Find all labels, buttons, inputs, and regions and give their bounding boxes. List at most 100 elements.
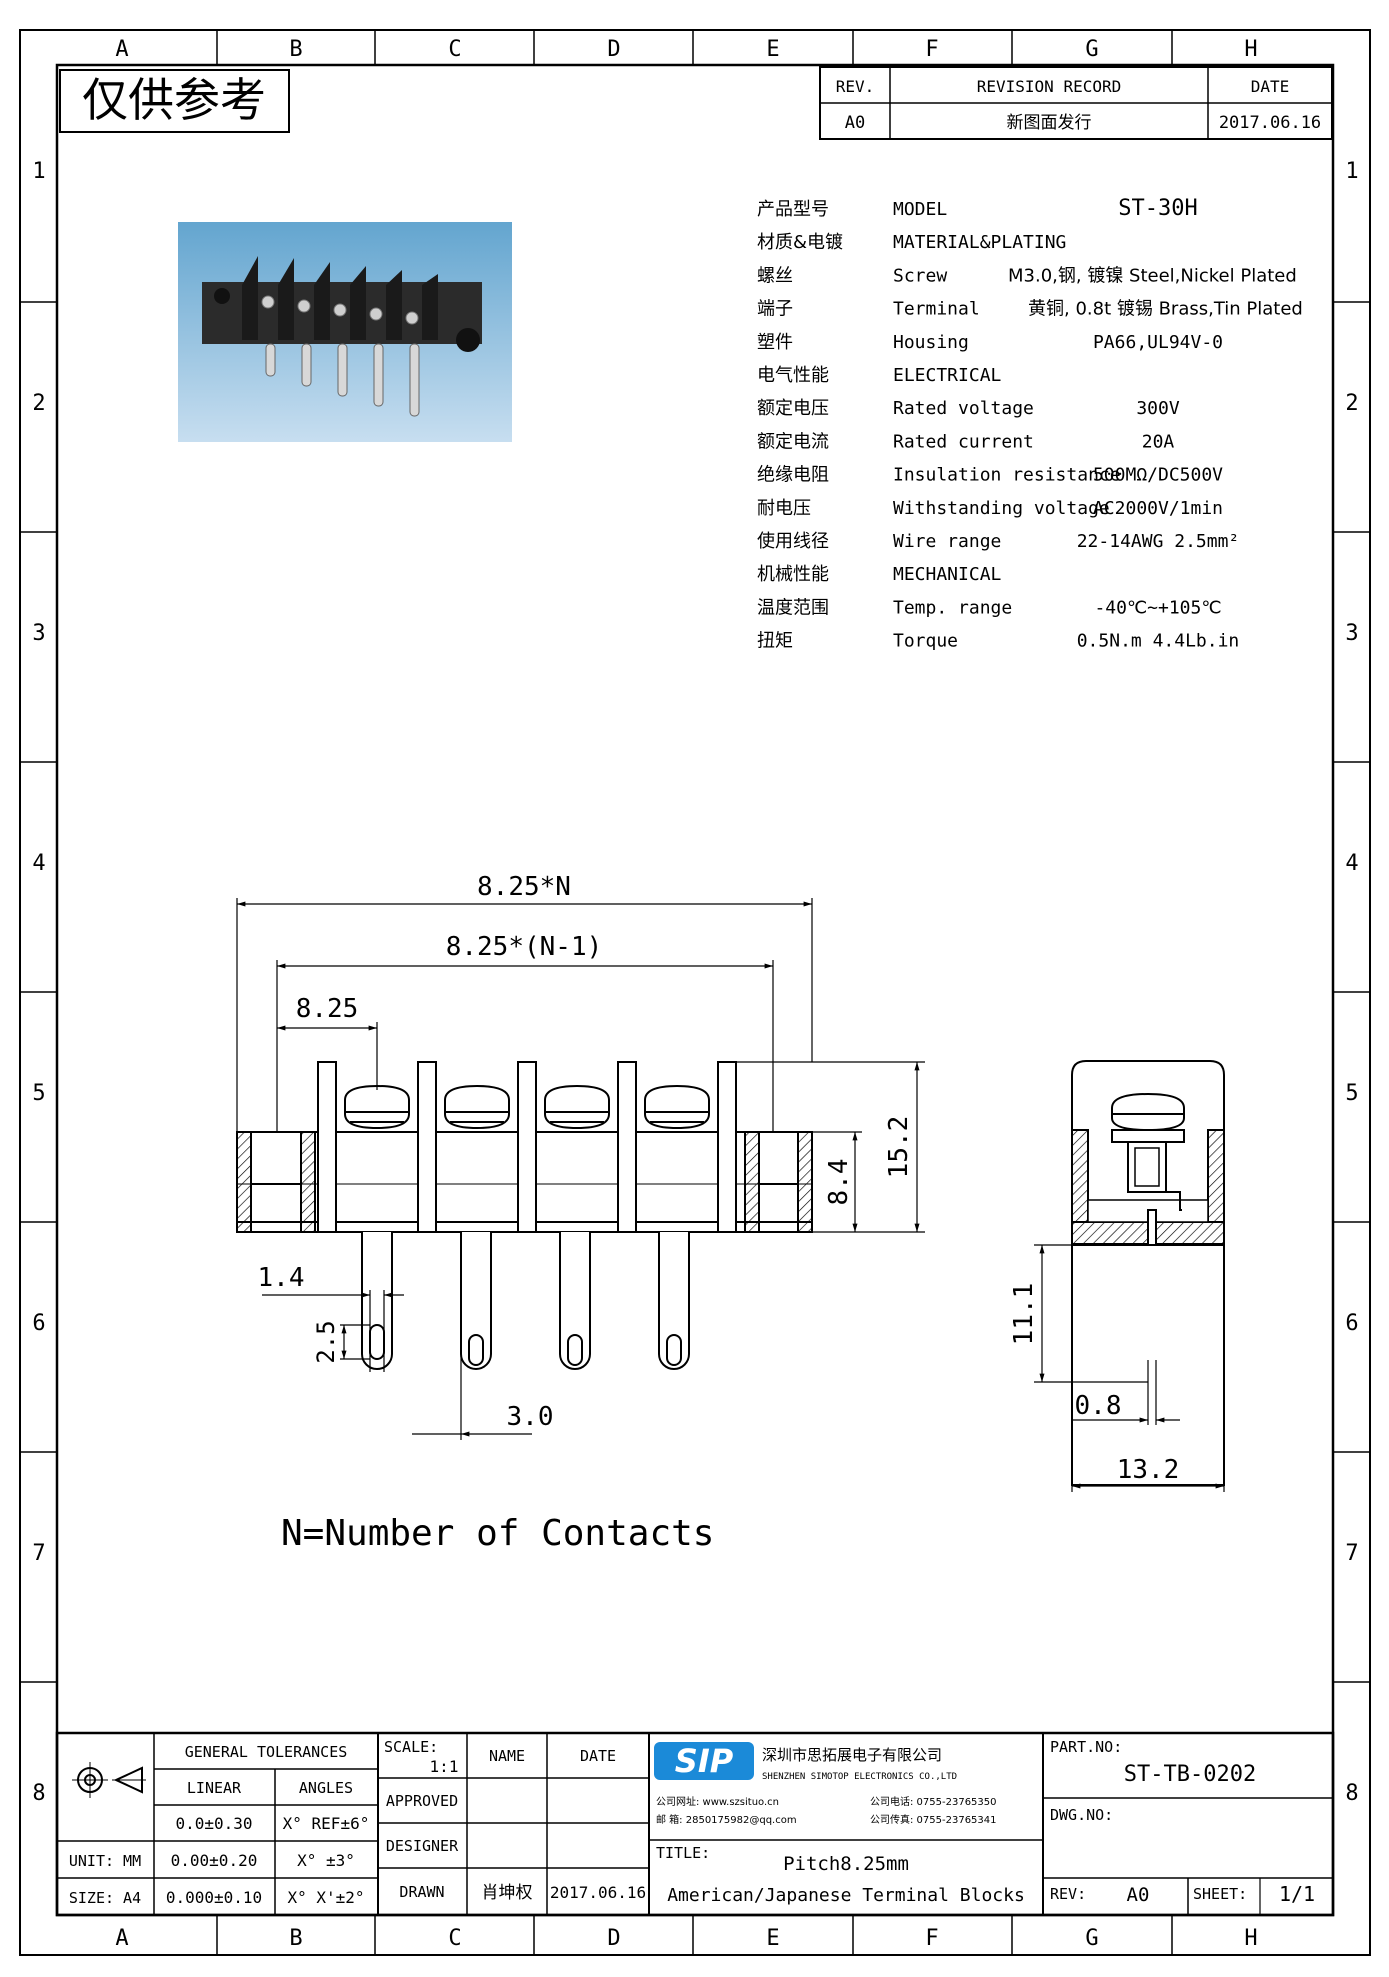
spec-label-en: Withstanding voltage [893, 498, 1110, 519]
spec-label-cn: 扭矩 [757, 631, 793, 652]
title-line-2: American/Japanese Terminal Blocks [667, 1885, 1025, 1906]
stamp-text: 仅供参考 [82, 73, 266, 127]
spec-value: 黄铜, 0.8t 镀锡 Brass,Tin Plated [1028, 299, 1303, 320]
spec-row: 额定电压 Rated voltage 300V [757, 398, 1180, 419]
row-label-left: 7 [32, 1541, 45, 1566]
record-value: 新图面发行 [1007, 113, 1092, 133]
spec-value: 500MΩ/DC500V [1093, 465, 1223, 486]
row-label-right: 5 [1345, 1081, 1358, 1106]
company-logo: SIP [654, 1742, 754, 1780]
spec-label-en: ELECTRICAL [893, 365, 1002, 386]
row-label-left: 1 [32, 159, 45, 184]
row-label-left: 3 [32, 621, 45, 646]
column-label-bottom: D [607, 1926, 620, 1951]
angles-header: ANGLES [299, 1779, 353, 1797]
spec-label-en: MODEL [893, 199, 947, 220]
dim-depth: 13.2 [1117, 1455, 1180, 1485]
company-web: 公司网址: www.szsituo.cn [656, 1795, 779, 1808]
dim-pin-length: 11.1 [1009, 1283, 1039, 1346]
row-label-left: 5 [32, 1081, 45, 1106]
front-view [236, 1061, 813, 1370]
date-value: 2017.06.16 [1219, 113, 1321, 133]
spec-label-en: Torque [893, 631, 958, 652]
title-block [55, 1731, 1335, 1917]
projection-symbol-icon [72, 1762, 146, 1798]
rev-value: A0 [845, 113, 865, 133]
scale-value: 1:1 [430, 1757, 459, 1776]
name-header: NAME [489, 1747, 525, 1765]
spec-label-cn: 端子 [757, 299, 793, 320]
spec-label-en: Temp. range [893, 597, 1012, 618]
dim-slot: 2.5 [312, 1320, 340, 1363]
spec-value: 300V [1136, 398, 1180, 419]
spec-label-cn: 螺丝 [757, 265, 793, 286]
row-label-left: 6 [32, 1311, 45, 1336]
dim-pin-spacing: 3.0 [507, 1402, 554, 1432]
company-tel: 公司电话: 0755-23765350 [870, 1795, 997, 1808]
spec-value: -40℃~+105℃ [1094, 597, 1221, 618]
spec-label-cn: 产品型号 [757, 199, 829, 220]
spec-label-en: Rated current [893, 431, 1034, 452]
column-label-top: E [766, 37, 779, 62]
column-label-bottom: B [289, 1926, 302, 1951]
spec-label-cn: 额定电压 [757, 398, 829, 419]
company-name-en: SHENZHEN SIMOTOP ELECTRONICS CO.,LTD [762, 1772, 957, 1782]
part-no-value: ST-TB-0202 [1124, 1762, 1256, 1787]
column-label-top: D [607, 37, 620, 62]
tb-date-header: DATE [580, 1747, 616, 1765]
column-label-bottom: G [1085, 1926, 1098, 1951]
spec-label-cn: 温度范围 [757, 597, 829, 618]
reference-stamp: 仅供参考 [59, 69, 290, 133]
company-name-cn: 深圳市思拓展电子有限公司 [762, 1746, 942, 1764]
row-label-right: 8 [1345, 1781, 1358, 1806]
column-label-top: H [1244, 37, 1257, 62]
spec-row: 产品型号 MODEL ST-30H [757, 196, 1198, 221]
side-dimension-labels: 11.1 0.8 13.2 [1009, 1283, 1179, 1485]
row-label-right: 1 [1345, 159, 1358, 184]
row-label-right: 3 [1345, 621, 1358, 646]
spec-value: 22-14AWG 2.5mm² [1077, 531, 1240, 552]
spec-label-en: Insulation resistance [893, 465, 1121, 486]
part-no-label: PART.NO: [1050, 1738, 1122, 1756]
revision-table: REV. REVISION RECORD DATE A0 新图面发行 2017.… [819, 66, 1333, 140]
spec-value: ST-30H [1118, 196, 1197, 221]
row-label-right: 4 [1345, 851, 1358, 876]
column-label-bottom: H [1244, 1926, 1257, 1951]
dim-overall: 8.25*N [477, 872, 571, 902]
side-view [1071, 1060, 1225, 1486]
scale-label: SCALE: [384, 1738, 438, 1756]
column-label-bottom: F [925, 1926, 938, 1951]
drawn-name: 肖坤权 [482, 1883, 533, 1903]
column-label-top: C [448, 37, 461, 62]
dim-pitch: 8.25 [296, 994, 359, 1024]
column-label-bottom: A [115, 1926, 128, 1951]
dim-height: 15.2 [884, 1116, 914, 1179]
spec-label-en: Rated voltage [893, 398, 1034, 419]
spec-value: AC2000V/1min [1093, 498, 1223, 519]
spec-label-en: Wire range [893, 531, 1001, 552]
row-label-left: 4 [32, 851, 45, 876]
sheet-value: 1/1 [1279, 1882, 1315, 1906]
title-block-text: GENERAL TOLERANCES LINEAR ANGLES 0.0±0.3… [69, 1738, 1315, 1907]
front-dimensions [236, 898, 925, 1440]
column-label-top: F [925, 37, 938, 62]
spec-label-cn: 电气性能 [757, 365, 829, 386]
spec-row: 电气性能 ELECTRICAL [757, 365, 1002, 386]
spec-label-cn: 额定电流 [757, 431, 829, 452]
product-photo [178, 222, 512, 442]
spec-label-en: Housing [893, 332, 969, 353]
angle-tol-2: X° ±3° [297, 1851, 355, 1870]
linear-tol-2: 0.00±0.20 [171, 1851, 258, 1870]
date-header: DATE [1251, 77, 1290, 96]
front-dimension-labels: 8.25*N 8.25*(N-1) 8.25 15.2 8.4 1.4 2.5 … [258, 872, 914, 1432]
